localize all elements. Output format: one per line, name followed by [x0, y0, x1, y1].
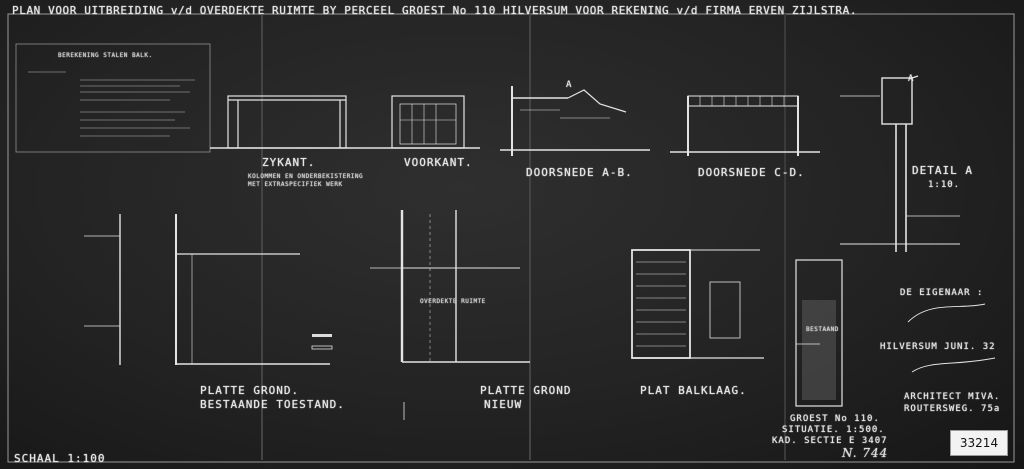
label-doorsnede-ab: DOORSNEDE A-B. [526, 166, 633, 179]
archive-number-stamp: 33214 [950, 430, 1008, 456]
owner-signature-stroke [907, 303, 986, 323]
section-mark-a: A [566, 80, 573, 90]
label-overdekte-ruimte: OVERDEKTE RUIMTE [420, 298, 486, 305]
doorsnede-ab-section [500, 86, 650, 156]
doorsnede-cd-section [670, 95, 820, 156]
calculation-lines [28, 71, 195, 137]
architect-label: ARCHITECT MIVA. [904, 392, 1001, 402]
plan-legend [311, 334, 333, 350]
label-zykant: ZYKANT. [262, 156, 316, 169]
label-detail-a: DETAIL A [912, 164, 973, 177]
drawing-scale: SCHAAL 1:100 [14, 452, 106, 465]
architect-address: ROUTERSWEG. 75a [904, 404, 1001, 414]
architect-signature-stroke [911, 357, 996, 373]
detail-a-drawing [840, 75, 960, 252]
label-voorkant: VOORKANT. [404, 156, 473, 169]
drawing-title: PLAN VOOR UITBREIDING v/d OVERDEKTE RUIM… [12, 4, 858, 17]
site-plan [795, 259, 843, 407]
calculation-title: BEREKENING STALEN BALK. [58, 52, 153, 59]
site-kad-sectie: KAD. SECTIE E 3407 [772, 436, 888, 446]
label-detail-scale: 1:10. [928, 180, 961, 190]
sheet-border [7, 13, 1015, 463]
label-bestaand: BESTAAND [806, 326, 839, 333]
label-bestaande-toestand: BESTAANDE TOESTAND. [200, 398, 345, 411]
zykant-note-2: MET EXTRASPECIFIEK WERK [248, 181, 343, 188]
label-doorsnede-cd: DOORSNEDE C-D. [698, 166, 805, 179]
plan-new [370, 210, 530, 420]
label-platte-grond-new: PLATTE GROND [480, 384, 572, 397]
label-plat-balklaag: PLAT BALKLAAG. [640, 384, 747, 397]
label-platte-grond-existing: PLATTE GROND. [200, 384, 300, 397]
calculation-box [15, 43, 211, 153]
owner-label: DE EIGENAAR : [900, 288, 984, 298]
detail-mark-a: A [908, 74, 915, 84]
zykant-note-1: KOLOMMEN EN ONDERBEKISTERING [248, 173, 364, 180]
sheet-number: N. 744 [842, 446, 889, 460]
site-situatie: SITUATIE. 1:500. [782, 425, 885, 435]
place-date: HILVERSUM JUNI. 32 [880, 342, 996, 352]
site-groest: GROEST No 110. [790, 414, 880, 424]
plan-joists [631, 249, 764, 359]
label-nieuw: NIEUW [484, 398, 523, 411]
plan-existing [84, 214, 330, 365]
voorkant-elevation [391, 95, 465, 149]
